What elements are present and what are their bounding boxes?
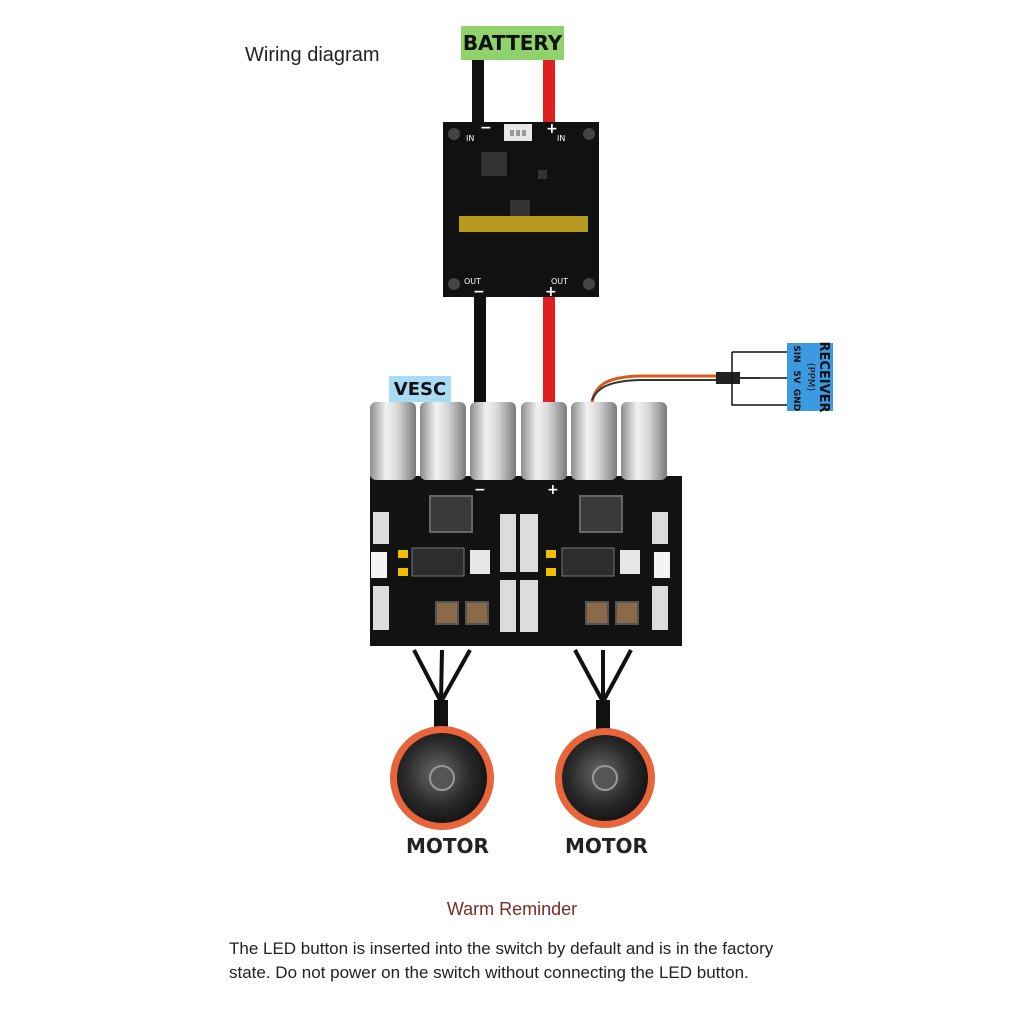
receiver-pin-5v: 5V bbox=[791, 370, 801, 383]
vesc-positive-wire bbox=[543, 297, 555, 405]
capacitor-row bbox=[370, 402, 667, 480]
switch-in-plus: + bbox=[546, 121, 558, 137]
motor-right bbox=[555, 728, 655, 828]
vesc-plus: + bbox=[547, 482, 559, 498]
diagram-title: Wiring diagram bbox=[245, 44, 380, 66]
motor-label-right: MOTOR bbox=[565, 834, 648, 858]
battery-negative-wire bbox=[472, 60, 484, 126]
receiver-module: RECEIVER (PPM) SIN 5V GND bbox=[787, 341, 833, 413]
battery-label: BATTERY bbox=[461, 26, 564, 60]
receiver-pin-sin: SIN bbox=[791, 345, 801, 362]
switch-board: − IN + IN OUT − OUT + bbox=[443, 120, 599, 300]
receiver-pin-gnd: GND bbox=[791, 389, 801, 411]
receiver-connector bbox=[716, 372, 740, 384]
switch-out-right-label: OUT bbox=[551, 277, 568, 286]
motor-left bbox=[390, 726, 494, 830]
reminder-text: The LED button is inserted into the swit… bbox=[229, 939, 774, 982]
switch-in-right-label: IN bbox=[557, 134, 565, 143]
vesc-label: VESC bbox=[389, 376, 451, 402]
receiver-title: RECEIVER bbox=[816, 341, 831, 412]
switch-in-left-label: IN bbox=[466, 134, 474, 143]
reminder-title: Warm Reminder bbox=[446, 899, 578, 919]
vesc-minus: − bbox=[474, 482, 486, 498]
switch-out-plus: + bbox=[545, 284, 557, 300]
switch-out-left-label: OUT bbox=[464, 277, 481, 286]
switch-out-minus: − bbox=[473, 284, 485, 300]
vesc-negative-wire bbox=[474, 297, 486, 405]
switch-in-minus: − bbox=[480, 120, 492, 136]
receiver-subtitle: (PPM) bbox=[805, 363, 816, 392]
battery-positive-wire bbox=[543, 60, 555, 126]
vesc-board: − + bbox=[370, 402, 682, 646]
motor-label-left: MOTOR bbox=[406, 834, 489, 858]
